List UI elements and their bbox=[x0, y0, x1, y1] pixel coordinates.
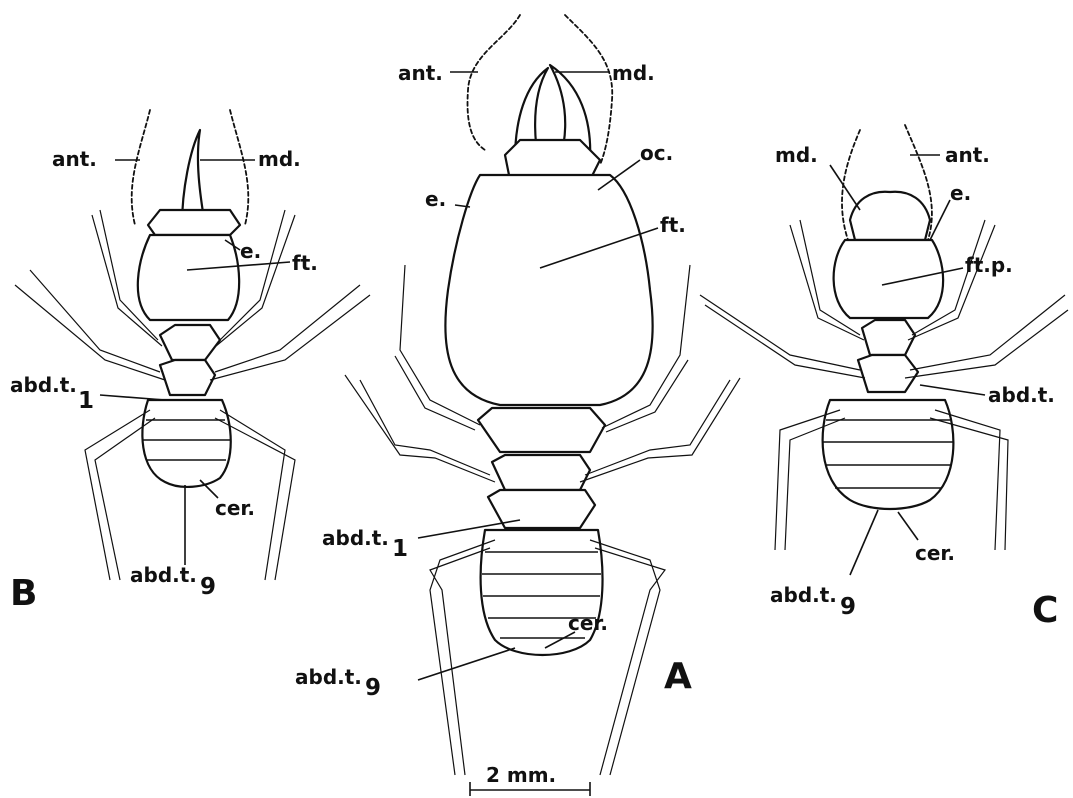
label-b-ft: ft. bbox=[292, 251, 318, 275]
specimen-letter-c: C bbox=[1032, 590, 1058, 631]
specimen-letter-b: B bbox=[10, 573, 37, 614]
label-a-cer: cer. bbox=[568, 611, 608, 635]
label-a-ft: ft. bbox=[660, 213, 686, 237]
label-a-abdt1: abd.t. bbox=[322, 526, 389, 550]
label-a-abdt9: abd.t. bbox=[295, 665, 362, 689]
label-b-abdt1: abd.t. bbox=[10, 373, 77, 397]
label-b-e: e. bbox=[240, 239, 261, 263]
label-b-md: md. bbox=[258, 147, 301, 171]
label-a-ant: ant. bbox=[398, 61, 443, 85]
label-c-abdt: abd.t. bbox=[988, 383, 1055, 407]
label-a-abdt9-sub: 9 bbox=[365, 675, 381, 701]
specimen-b-drawing bbox=[15, 110, 370, 580]
scale-bar: 2 mm. bbox=[470, 763, 590, 796]
label-b-abdt1-sub: 1 bbox=[78, 388, 94, 414]
label-c-cer: cer. bbox=[915, 541, 955, 565]
label-c-ant: ant. bbox=[945, 143, 990, 167]
label-b-abdt9: abd.t. bbox=[130, 563, 197, 587]
label-c-e: e. bbox=[950, 181, 971, 205]
label-c-abdt9: abd.t. bbox=[770, 583, 837, 607]
label-a-md: md. bbox=[612, 61, 655, 85]
label-b-cer: cer. bbox=[215, 496, 255, 520]
label-b-ant: ant. bbox=[52, 147, 97, 171]
label-a-abdt1-sub: 1 bbox=[392, 536, 408, 562]
label-a-e: e. bbox=[425, 187, 446, 211]
label-c-ftp: ft.p. bbox=[965, 253, 1013, 277]
label-c-md: md. bbox=[775, 143, 818, 167]
label-a-oc: oc. bbox=[640, 141, 673, 165]
specimen-letter-a: A bbox=[664, 656, 692, 697]
label-b-abdt9-sub: 9 bbox=[200, 574, 216, 600]
specimen-c-drawing bbox=[700, 125, 1068, 550]
label-c-abdt9-sub: 9 bbox=[840, 594, 856, 620]
scale-bar-label: 2 mm. bbox=[486, 763, 556, 787]
